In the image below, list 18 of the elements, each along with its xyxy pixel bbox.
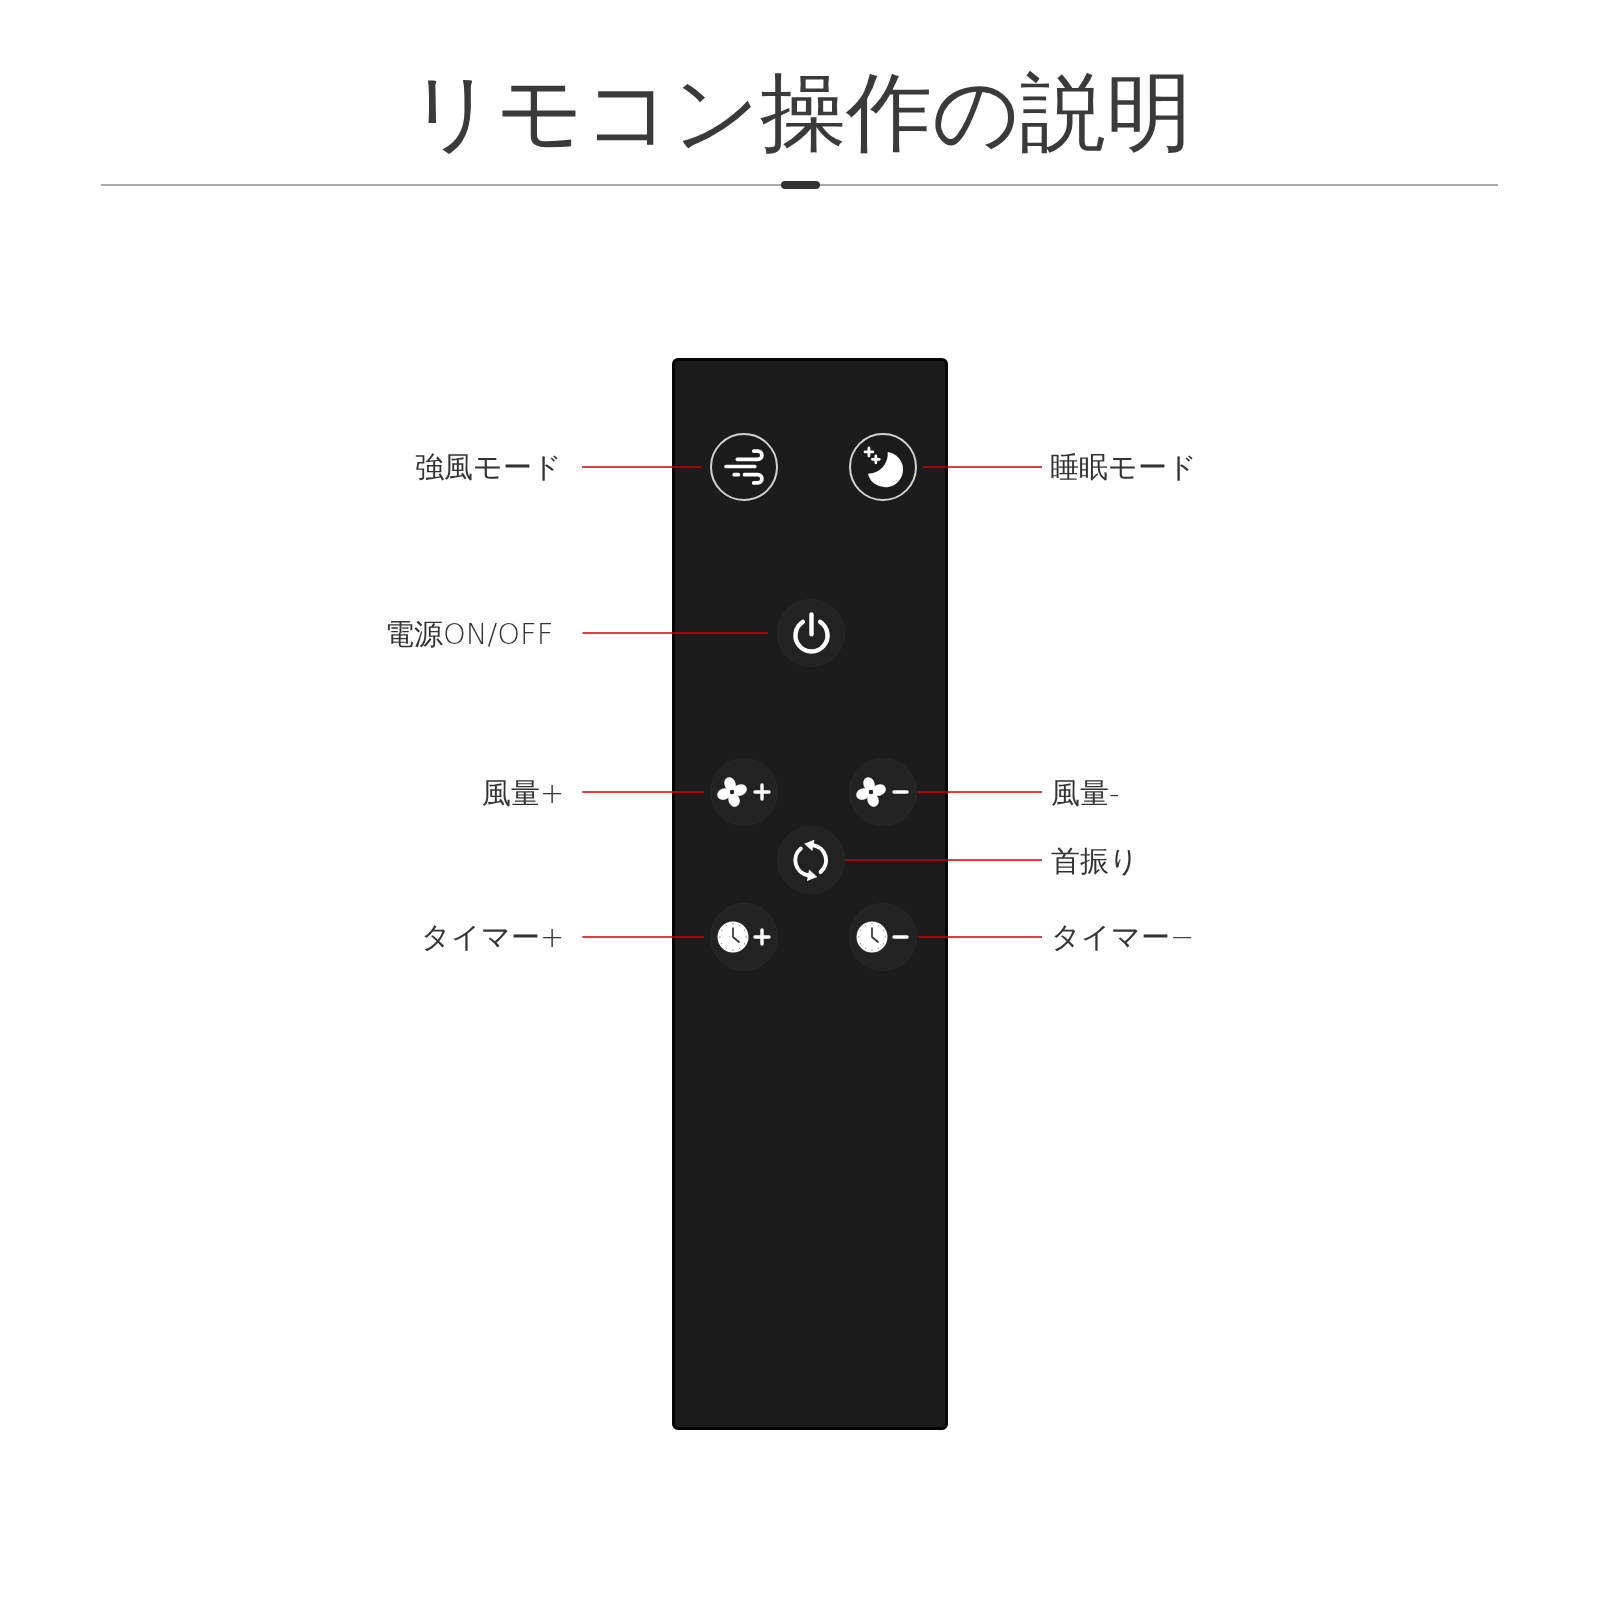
leader-line <box>581 466 702 468</box>
leader-line <box>581 791 705 793</box>
label-text: タイマー+ <box>421 919 565 955</box>
label-text: 電源ON/OFF <box>385 616 554 652</box>
title: リモコン操作の説明 <box>408 64 1192 160</box>
label-text: 風量- <box>1051 775 1120 811</box>
leader-line <box>581 936 705 938</box>
remote-control <box>672 358 948 1430</box>
label-text: 風量+ <box>482 775 565 811</box>
label-text: 強風モード <box>415 449 562 485</box>
label-text: 睡眠モード <box>1050 449 1197 485</box>
leader-line <box>844 859 1043 861</box>
leader-line <box>917 791 1043 793</box>
leader-line <box>922 466 1043 468</box>
label-text: 首振り <box>1051 843 1139 879</box>
leader-line <box>917 936 1043 938</box>
leader-line <box>581 632 769 634</box>
label-text: タイマー− <box>1051 919 1195 955</box>
